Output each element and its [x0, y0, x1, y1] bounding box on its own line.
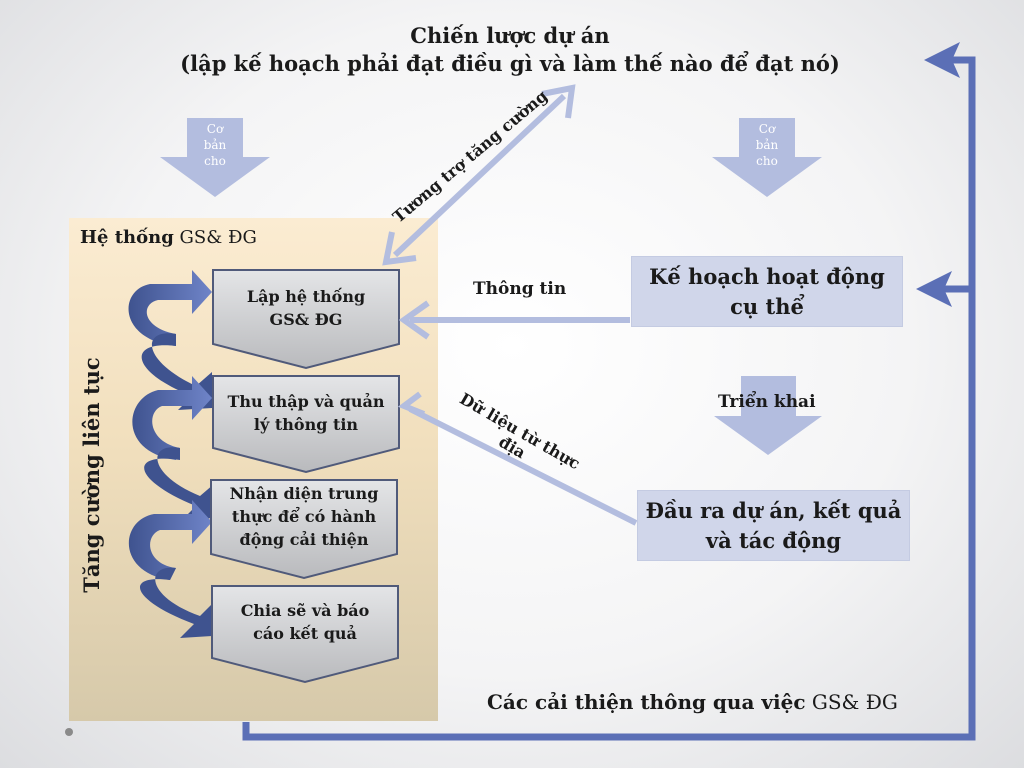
cycle-arrow-3 [128, 500, 212, 638]
basis-label-right-line: Cơ [758, 122, 776, 136]
basis-down-arrow-right [712, 118, 822, 197]
mutual-support-arrow [382, 84, 576, 266]
step-2-line: lý thông tin [253, 415, 359, 434]
basis-label-left-line: cho [204, 154, 226, 168]
basis-label-left-line: bản [203, 138, 227, 152]
me-system-title: Hệ thống GS& ĐG [80, 227, 257, 248]
step-2-line: Thu thập và quản [227, 392, 385, 411]
basis-label-right-line: bản [755, 138, 779, 152]
improvements-caption-normal: GS& ĐG [805, 690, 898, 714]
step-box-4 [211, 585, 399, 684]
me-system-title-bold: Hệ thống [80, 227, 174, 248]
activity-plan-line: Kế hoạch hoạt động [649, 264, 885, 289]
step-1-line: GS& ĐG [269, 310, 343, 329]
implementation-label: Triển khai [718, 392, 816, 412]
strategy-title: Chiến lược dự án (lập kế hoạch phải đạt … [160, 22, 860, 78]
step-box-1 [212, 269, 400, 370]
step-4-line: cáo kết quả [253, 624, 357, 643]
activity-plan-box: Kế hoạch hoạt động cụ thể [631, 256, 903, 327]
outputs-line: và tác động [705, 528, 842, 553]
step-3-line: động cải thiện [239, 530, 369, 549]
basis-label-left: Cơ bản cho [190, 121, 240, 169]
step-3-line: thực để có hành [231, 507, 377, 526]
slide-bullet-dot [65, 728, 73, 736]
step-4-line: Chia sẽ và báo [240, 601, 370, 620]
me-system-title-normal: GS& ĐG [173, 227, 257, 248]
strategy-title-line1: Chiến lược dự án [410, 23, 610, 48]
basis-label-right: Cơ bản cho [742, 121, 792, 169]
information-arrow [398, 300, 630, 340]
step-3-line: Nhận diện trung [229, 484, 379, 503]
feedback-loop-arrow [242, 42, 976, 741]
step-3-text: Nhận diện trung thực để có hành động cải… [211, 482, 397, 551]
step-box-2 [212, 375, 400, 474]
basis-label-left-line: Cơ [206, 122, 224, 136]
step-2-text: Thu thập và quản lý thông tin [213, 390, 399, 436]
outputs-box: Đầu ra dự án, kết quả và tác động [637, 490, 910, 561]
step-4-text: Chia sẽ và báo cáo kết quả [212, 599, 398, 645]
cycle-arrow-2 [132, 376, 214, 520]
information-label: Thông tin [473, 279, 567, 299]
step-box-3 [210, 479, 398, 580]
basis-label-right-line: cho [756, 154, 778, 168]
step-1-line: Lập hệ thống [246, 287, 366, 306]
improvements-caption: Các cải thiện thông qua việc GS& ĐG [487, 690, 898, 714]
implementation-down-arrow [714, 376, 822, 455]
activity-plan-line: cụ thể [730, 294, 804, 319]
field-data-arrow [397, 391, 638, 526]
step-1-text: Lập hệ thống GS& ĐG [213, 285, 399, 331]
outputs-line: Đầu ra dự án, kết quả [645, 498, 902, 523]
improvements-caption-bold: Các cải thiện thông qua việc [487, 690, 806, 714]
strategy-title-line2: (lập kế hoạch phải đạt điều gì và làm th… [180, 51, 840, 76]
basis-down-arrow-left [160, 118, 270, 197]
